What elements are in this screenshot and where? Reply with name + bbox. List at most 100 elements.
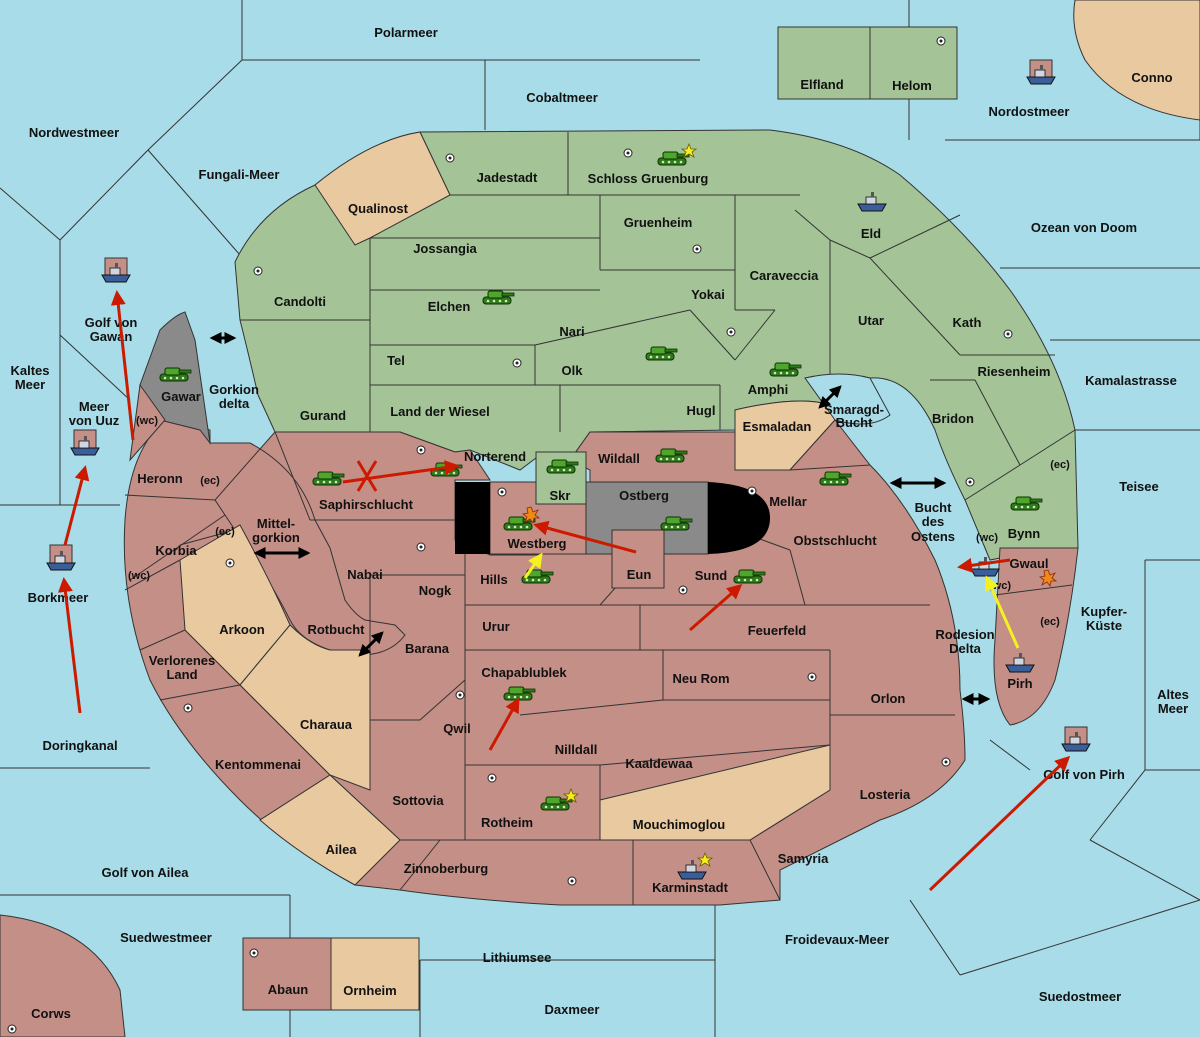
label-kath: Kath <box>953 315 982 330</box>
region-conno[interactable] <box>1073 0 1200 121</box>
label-lithiumsee: Lithiumsee <box>483 950 552 965</box>
label-fungali-meer: Fungali-Meer <box>199 167 280 182</box>
label-teisee: Teisee <box>1119 479 1159 494</box>
label-bucht-des-ostens-1: Bucht <box>915 500 953 515</box>
region-ornheim[interactable] <box>330 937 420 1011</box>
label-eld: Eld <box>861 226 881 241</box>
label-schloss-gruenburg: Schloss Gruenburg <box>588 171 709 186</box>
label-mellar: Mellar <box>769 494 807 509</box>
label-mittel-gorkion-1: Mittel- <box>257 516 295 531</box>
label-skr: Skr <box>550 488 571 503</box>
region-qualinost[interactable] <box>314 131 451 246</box>
label-gruenheim: Gruenheim <box>624 215 693 230</box>
label-kupfer-kueste-1: Kupfer- <box>1081 604 1127 619</box>
region-corws[interactable] <box>0 914 126 1037</box>
label-nilldall: Nilldall <box>555 742 598 757</box>
coast-tag-korbia-ec: (ec) <box>215 526 235 538</box>
label-pirh: Pirh <box>1007 676 1032 691</box>
label-nordwestmeer: Nordwestmeer <box>29 125 119 140</box>
label-chapablublek: Chapablublek <box>481 665 567 680</box>
label-wildall: Wildall <box>598 451 640 466</box>
region-labels: Polarmeer Cobaltmeer Elfland Helom Nordo… <box>10 25 1188 1021</box>
label-jossangia: Jossangia <box>413 241 477 256</box>
label-hugl: Hugl <box>687 403 716 418</box>
label-conno: Conno <box>1131 70 1172 85</box>
label-sund: Sund <box>695 568 728 583</box>
label-nordostmeer: Nordostmeer <box>989 104 1070 119</box>
region-mouchimoglou[interactable] <box>599 744 831 841</box>
label-charaua: Charaua <box>300 717 353 732</box>
region-heronn-ext <box>129 383 166 462</box>
label-bridon: Bridon <box>932 411 974 426</box>
coast-tag-bynn-wc: (wc) <box>976 532 998 544</box>
label-rotbucht: Rotbucht <box>307 622 365 637</box>
label-meer-von-uuz-1: Meer <box>79 399 109 414</box>
label-sottovia: Sottovia <box>392 793 444 808</box>
label-barana: Barana <box>405 641 450 656</box>
label-rodesion-delta-2: Delta <box>949 641 982 656</box>
label-mittel-gorkion-2: gorkion <box>252 530 300 545</box>
label-yokai: Yokai <box>691 287 725 302</box>
label-corws: Corws <box>31 1006 71 1021</box>
label-norterend: Norterend <box>464 449 526 464</box>
coast-tag-bynn-ec: (ec) <box>1050 459 1070 471</box>
label-elchen: Elchen <box>428 299 471 314</box>
label-rotheim: Rotheim <box>481 815 533 830</box>
label-suedwestmeer: Suedwestmeer <box>120 930 212 945</box>
label-samyria: Samyria <box>778 851 829 866</box>
label-ostberg: Ostberg <box>619 488 669 503</box>
label-arkoon: Arkoon <box>219 622 265 637</box>
label-gorkion-delta-2: delta <box>219 396 250 411</box>
label-kupfer-kueste-2: Küste <box>1086 618 1122 633</box>
label-altes-meer-2: Meer <box>1158 701 1188 716</box>
coast-tag-korbia-wc: (wc) <box>128 570 150 582</box>
label-ornheim: Ornheim <box>343 983 396 998</box>
label-nari: Nari <box>559 324 584 339</box>
label-gwaul: Gwaul <box>1009 556 1048 571</box>
label-qwil: Qwil <box>443 721 470 736</box>
label-olk: Olk <box>562 363 584 378</box>
order-arrows <box>57 290 1071 892</box>
region-eun[interactable] <box>611 529 665 589</box>
label-smaragd-bucht-2: Bucht <box>836 415 874 430</box>
region-charaua[interactable] <box>239 624 371 791</box>
label-utar: Utar <box>858 313 884 328</box>
label-esmaladan: Esmaladan <box>743 419 812 434</box>
label-helom: Helom <box>892 78 932 93</box>
coast-tag-heronn-wc: (wc) <box>136 415 158 427</box>
label-candolti: Candolti <box>274 294 326 309</box>
label-land-der-wiesel: Land der Wiesel <box>390 404 490 419</box>
label-kaltes-meer-1: Kaltes <box>10 363 49 378</box>
label-abaun: Abaun <box>268 982 309 997</box>
label-ailea: Ailea <box>325 842 357 857</box>
label-zinnoberburg: Zinnoberburg <box>404 861 489 876</box>
label-gurand: Gurand <box>300 408 346 423</box>
region-ailea[interactable] <box>259 774 401 886</box>
label-verlorenes-land-1: Verlorenes <box>149 653 216 668</box>
label-orlon: Orlon <box>871 691 906 706</box>
label-qualinost: Qualinost <box>348 201 409 216</box>
region-abaun[interactable] <box>242 937 332 1011</box>
label-feuerfeld: Feuerfeld <box>748 623 807 638</box>
label-borkmeer: Borkmeer <box>28 590 89 605</box>
region-elfland[interactable] <box>777 26 871 100</box>
label-elfland: Elfland <box>800 77 843 92</box>
label-kentommenai: Kentommenai <box>215 757 301 772</box>
label-golf-von-gawan-2: Gawan <box>90 329 133 344</box>
label-daxmeer: Daxmeer <box>545 1002 600 1017</box>
label-altes-meer-1: Altes <box>1157 687 1189 702</box>
label-verlorenes-land-2: Land <box>166 667 197 682</box>
label-bucht-des-ostens-2: des <box>922 514 944 529</box>
label-mouchimoglou: Mouchimoglou <box>633 817 725 832</box>
label-heronn: Heronn <box>137 471 183 486</box>
label-meer-von-uuz-2: von Uuz <box>69 413 120 428</box>
label-tel: Tel <box>387 353 405 368</box>
label-bynn: Bynn <box>1008 526 1041 541</box>
label-losteria: Losteria <box>860 787 911 802</box>
label-nogk: Nogk <box>419 583 452 598</box>
label-karminstadt: Karminstadt <box>652 880 729 895</box>
label-kaaldewaa: Kaaldewaa <box>625 756 693 771</box>
green-borders <box>240 131 1076 501</box>
label-eun: Eun <box>627 567 652 582</box>
